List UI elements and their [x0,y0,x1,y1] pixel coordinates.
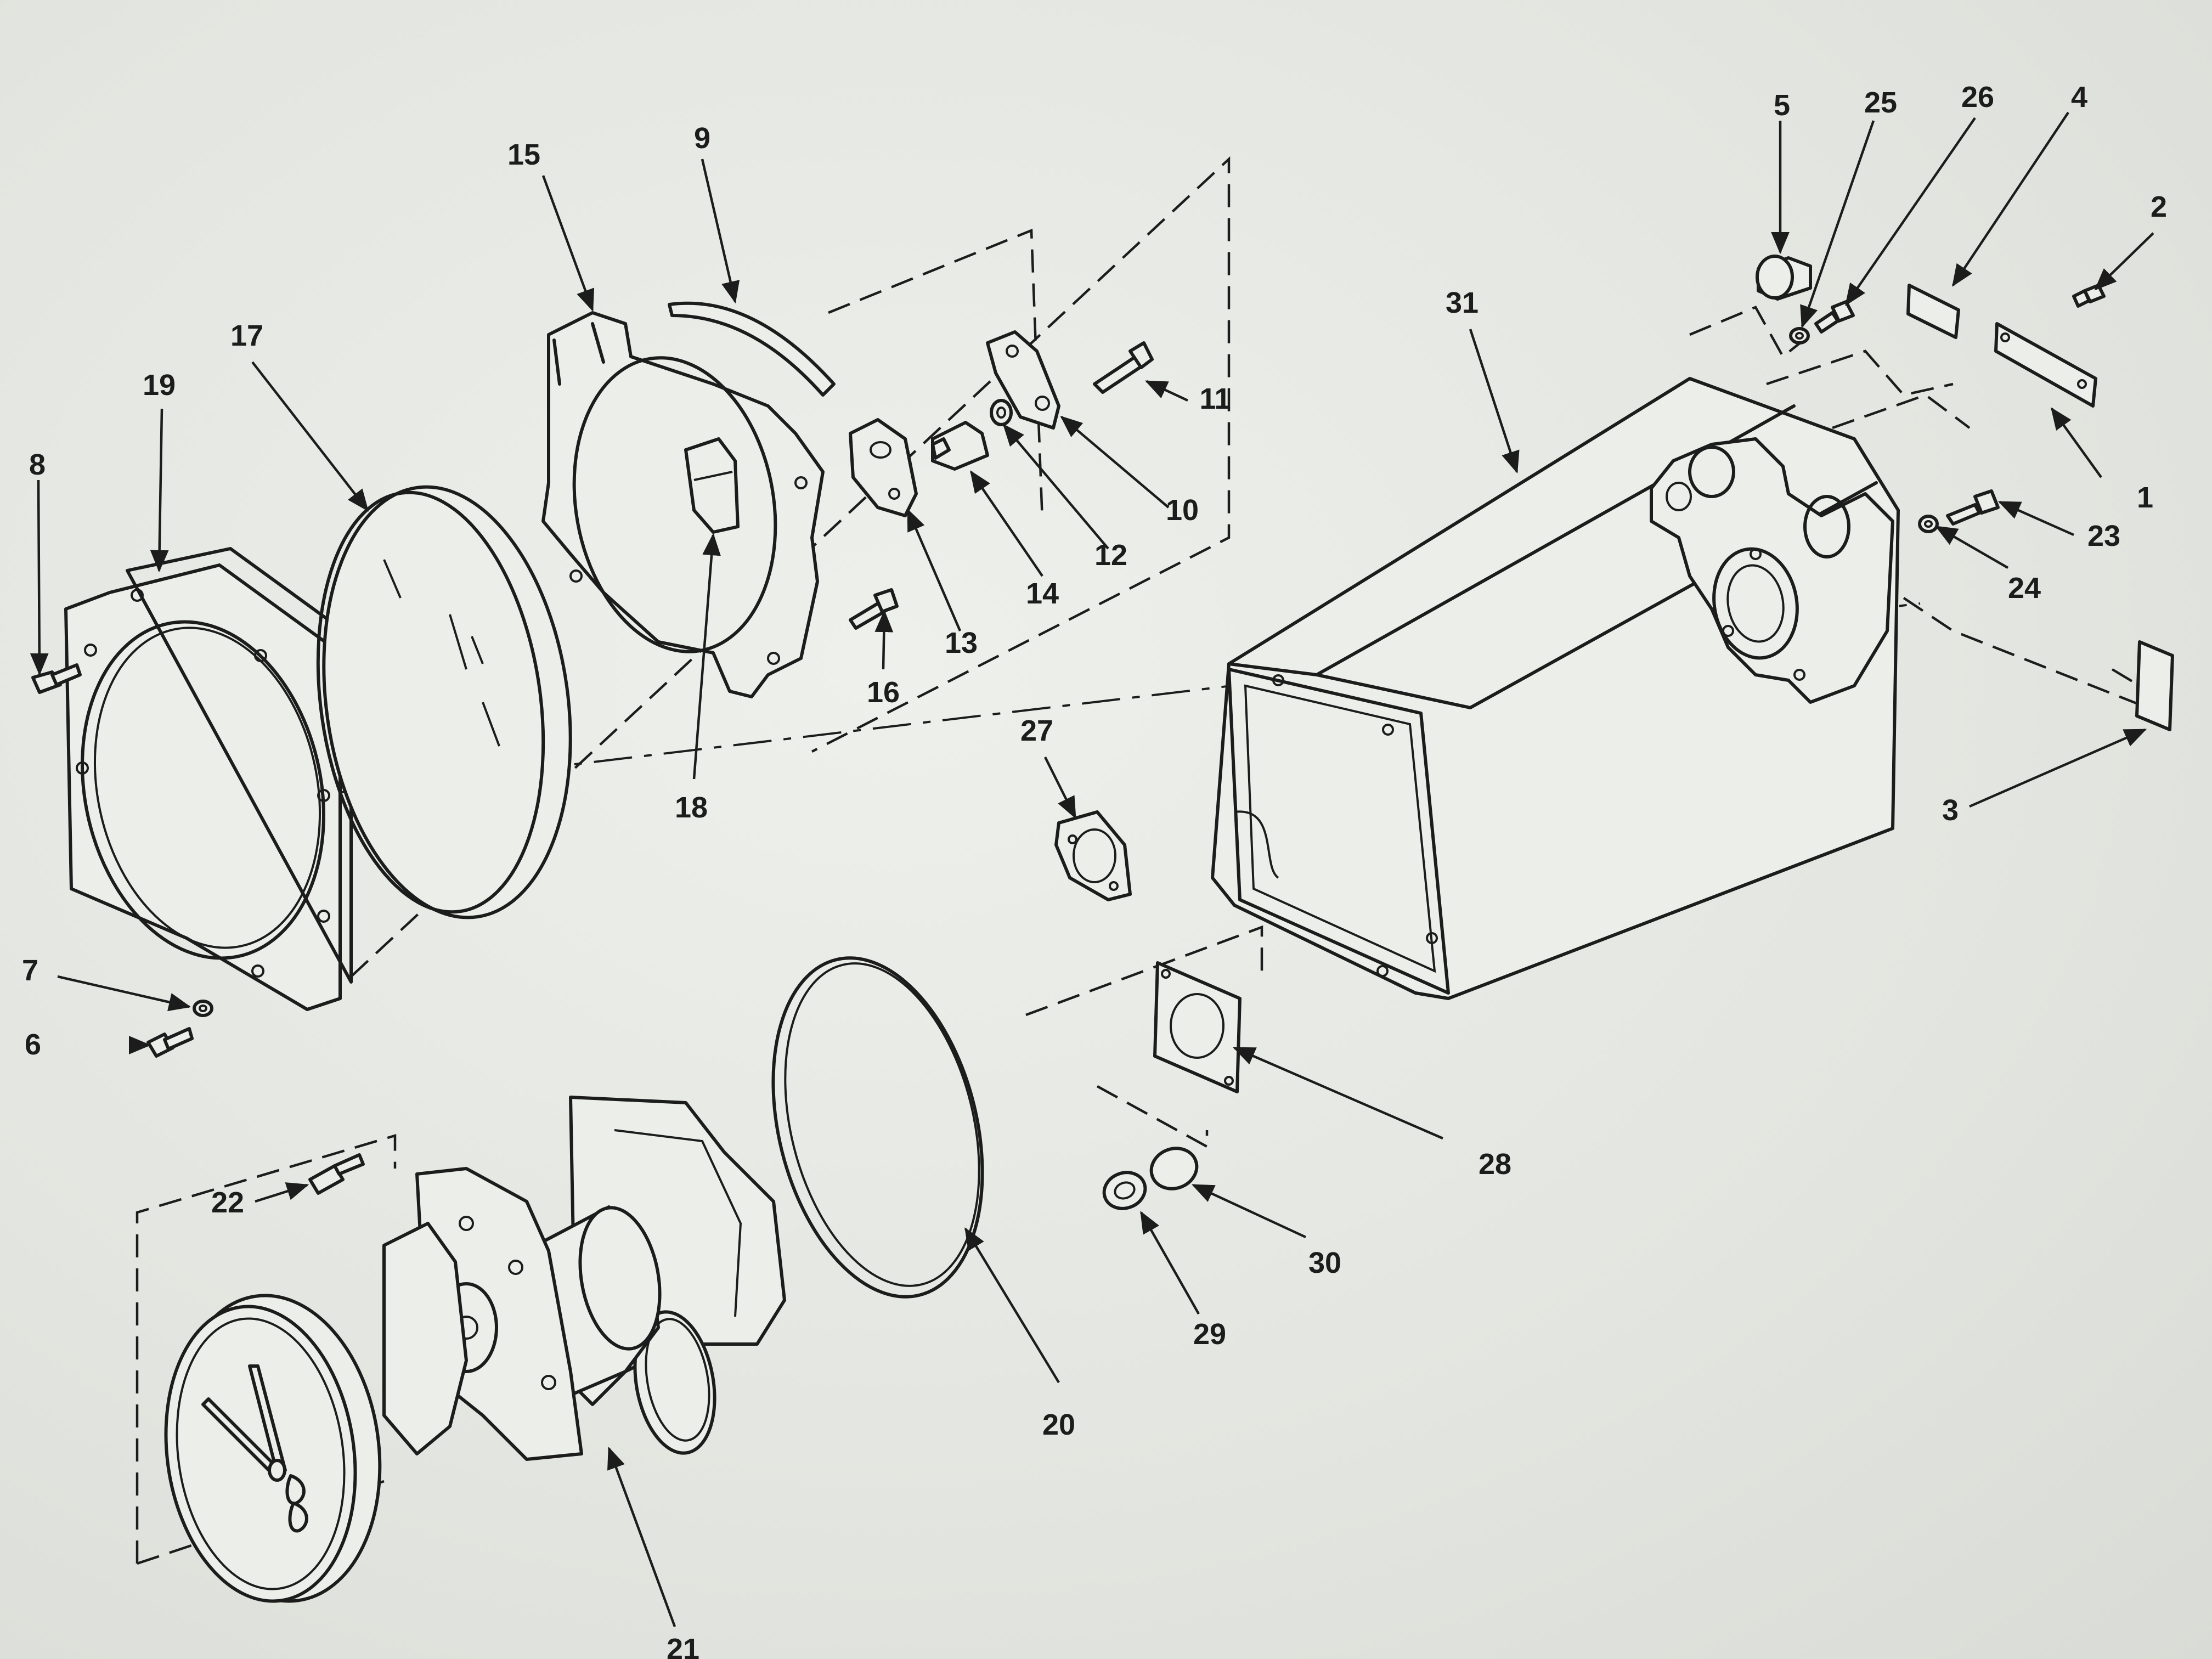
callout-21: 21 [667,1633,699,1659]
washer-7 [193,1000,213,1017]
bezel-frame [64,547,353,1011]
movement-assembly [164,1096,786,1603]
callout-numbers: 1 2 3 4 5 6 7 8 9 10 11 12 13 14 15 16 1… [22,81,2167,1659]
callout-20: 20 [1042,1408,1075,1441]
callout-1: 1 [2137,481,2153,514]
callout-29: 29 [1193,1318,1226,1351]
screw-8 [31,663,82,694]
callout-25: 25 [1864,86,1897,119]
callout-6: 6 [25,1028,41,1061]
callout-30: 30 [1308,1246,1341,1279]
callout-9: 9 [694,122,710,155]
washer-24 [1918,515,1939,533]
callout-11: 11 [1199,382,1231,415]
nameplate [1994,322,2097,408]
o-ring [771,956,984,1299]
cover-plate [2135,640,2174,731]
callout-22: 22 [211,1186,244,1219]
block [684,437,740,534]
callout-16: 16 [867,676,900,709]
leader-lines [30,111,2154,1627]
callout-10: 10 [1166,494,1199,527]
callout-13: 13 [945,627,978,659]
cap [1756,255,1812,301]
screw-26 [1814,300,1855,334]
callout-17: 17 [230,319,263,352]
callout-28: 28 [1479,1148,1511,1181]
callout-31: 31 [1446,286,1479,319]
pin [931,421,989,471]
callout-19: 19 [143,369,176,402]
screw-6 [146,1027,194,1058]
housing-case [1211,377,1900,1000]
washer-29 [1102,1171,1147,1210]
screw-22 [308,1153,365,1195]
callout-23: 23 [2087,520,2120,552]
screw-23 [1946,489,2000,526]
callout-7: 7 [22,954,38,987]
curved-spring [668,301,836,397]
callout-4: 4 [2071,81,2087,114]
callout-27: 27 [1020,714,1053,747]
small-bracket [849,418,918,517]
callout-12: 12 [1094,539,1127,572]
washer-25 [1789,327,1810,345]
callout-3: 3 [1942,794,1959,827]
retainer-ring [541,311,825,698]
screw-16 [849,588,899,630]
glass-lens [316,485,572,919]
screw-11 [1093,341,1154,394]
callout-2: 2 [2151,190,2167,223]
callout-15: 15 [507,138,540,171]
callout-24: 24 [2008,572,2041,605]
callout-8: 8 [29,448,46,481]
disc-30 [1149,1147,1199,1190]
callout-14: 14 [1026,577,1059,610]
bracket [986,330,1060,430]
callout-26: 26 [1961,81,1994,114]
gasket-plate [1153,961,1242,1093]
screw-2 [2072,284,2106,308]
callout-5: 5 [1774,89,1790,122]
plate-4 [1906,284,1960,339]
gasket-27 [1054,810,1132,901]
callout-18: 18 [675,791,708,824]
washer [990,399,1013,426]
